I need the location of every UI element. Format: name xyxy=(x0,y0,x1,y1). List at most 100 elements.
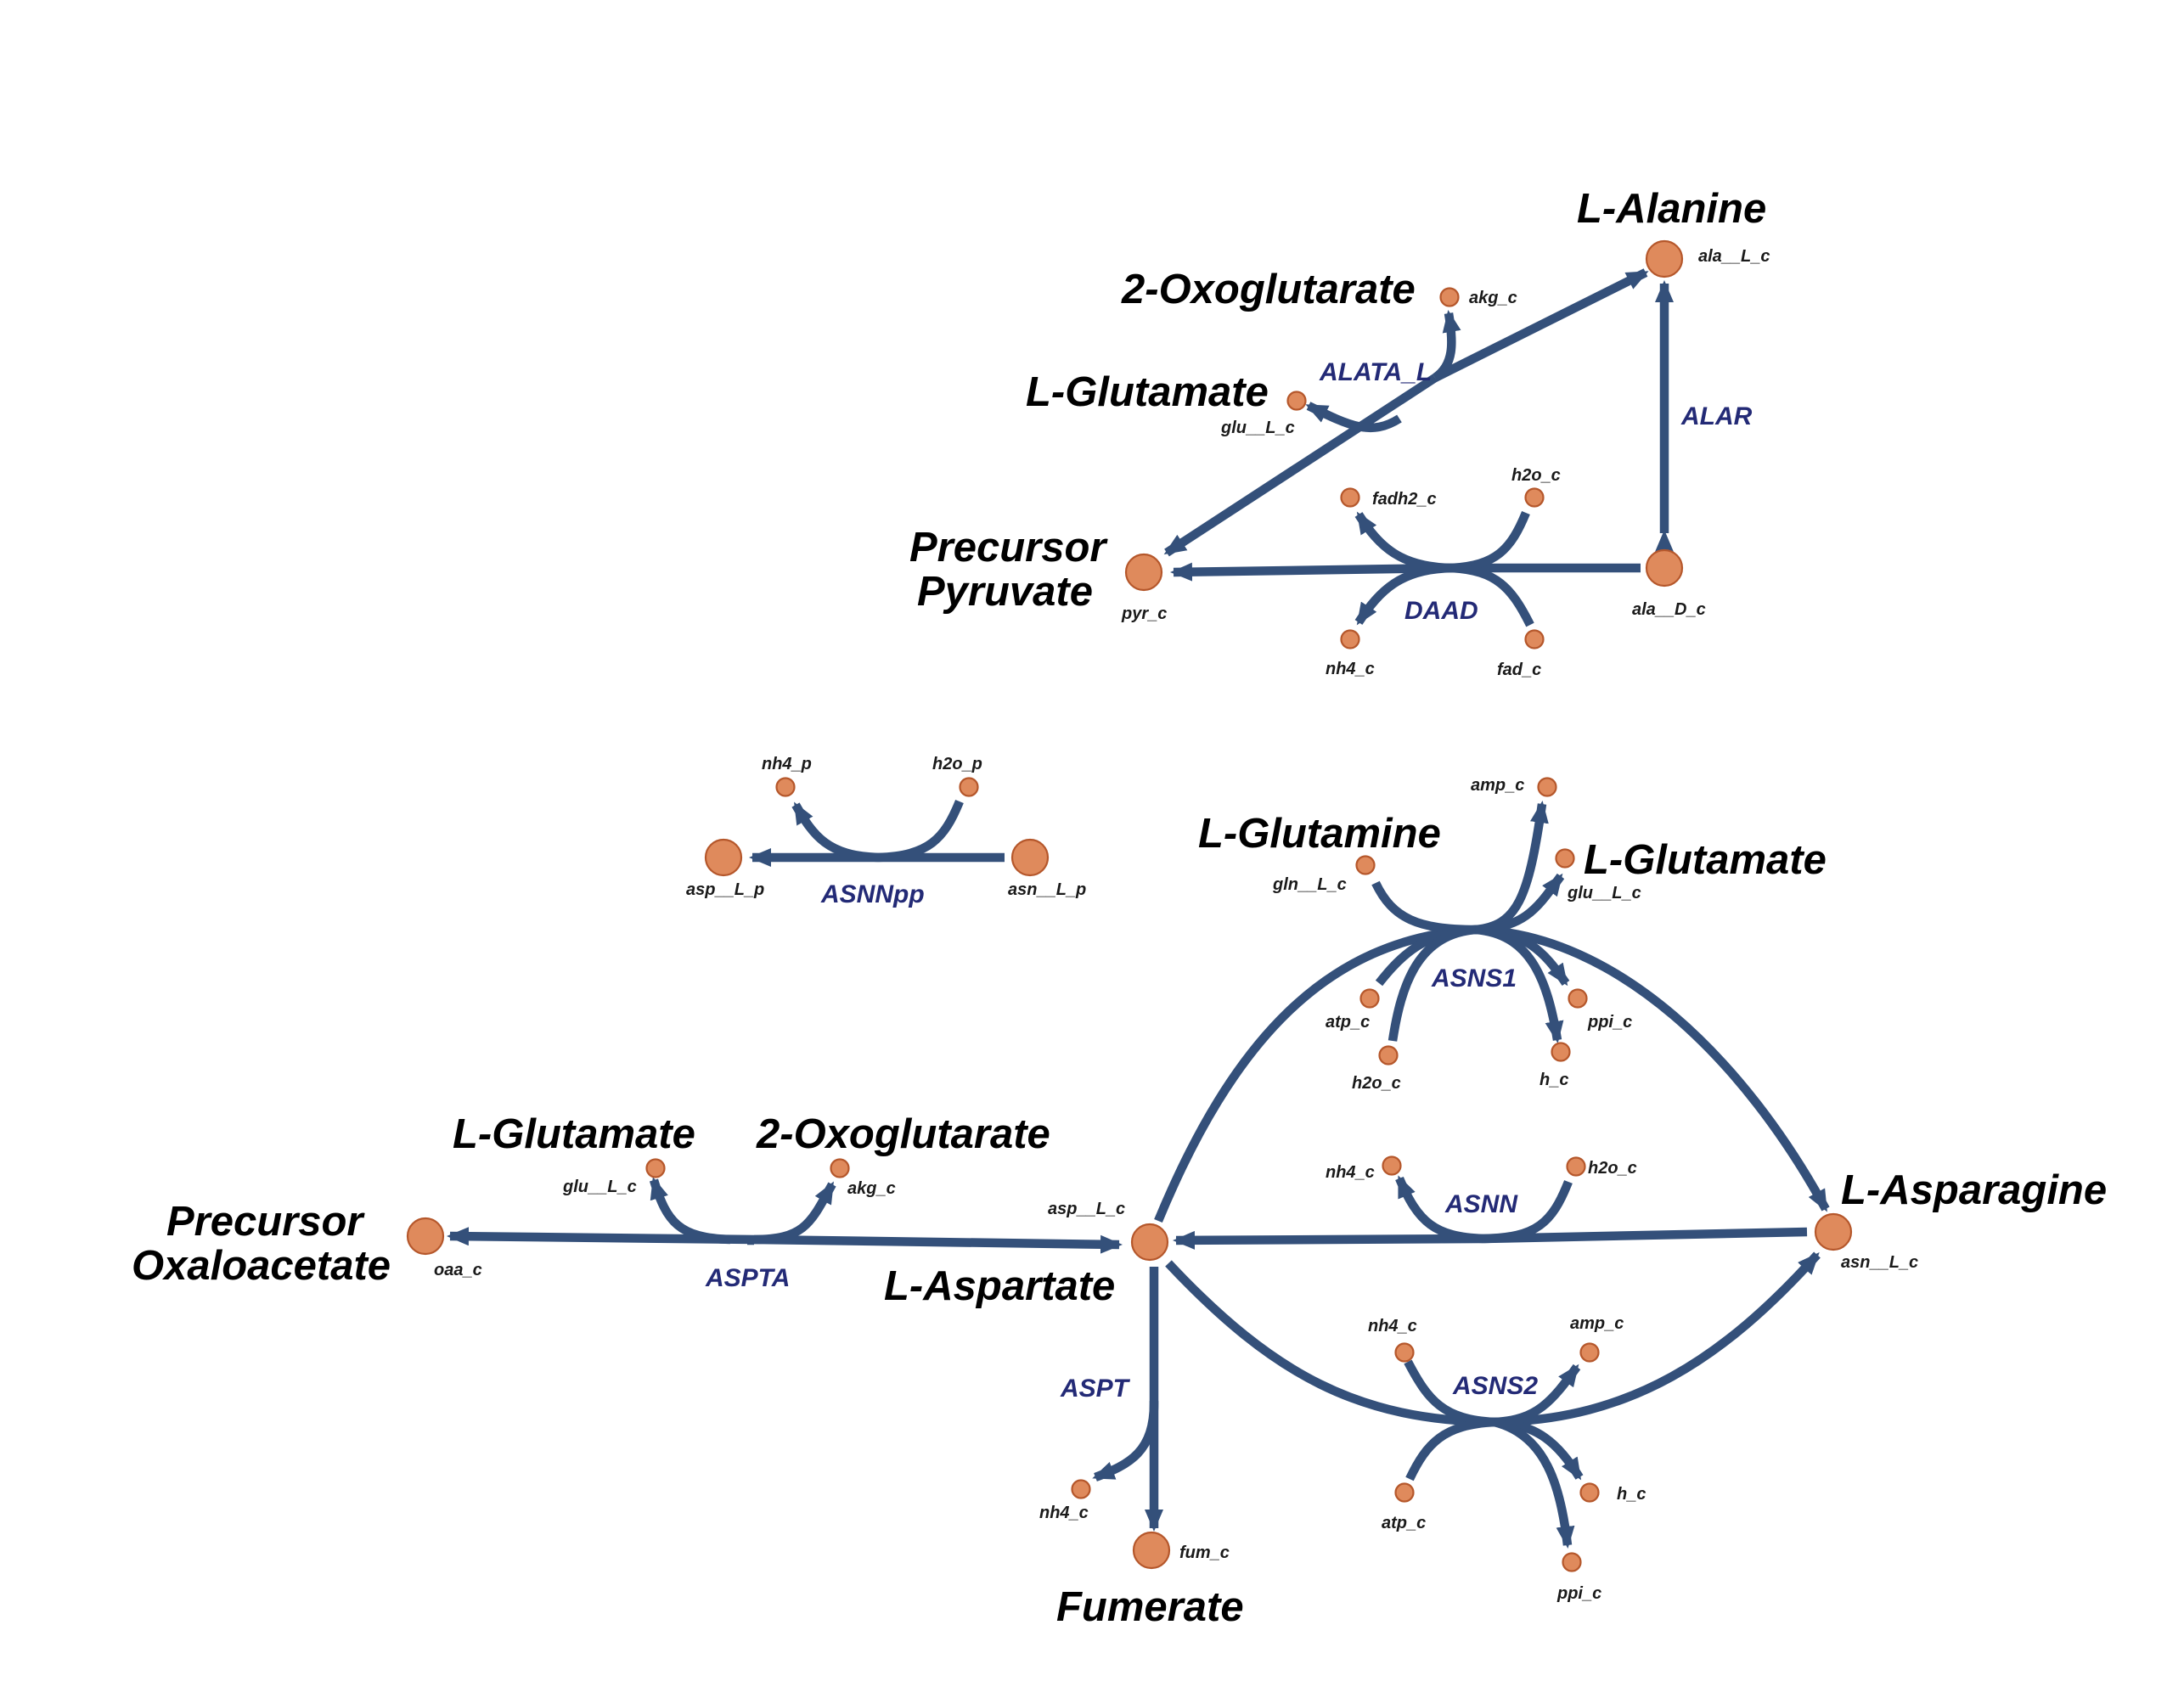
label-l-glutamate-low: L-Glutamate xyxy=(453,1111,695,1157)
node-nh4-c-asns2[interactable] xyxy=(1394,1342,1415,1363)
edge-daad-nh4[interactable] xyxy=(1354,563,1453,626)
edge-daad-h2o[interactable] xyxy=(1451,511,1530,573)
id-ppi-c-1: ppi_c xyxy=(1587,1013,1632,1032)
edge-alata-glu[interactable] xyxy=(1305,402,1402,433)
node-fadh2-c[interactable] xyxy=(1340,487,1360,508)
rxn-label-daad[interactable]: DAAD xyxy=(1404,597,1478,625)
rxn-label-asns2[interactable]: ASNS2 xyxy=(1452,1372,1538,1400)
node-glu-l-c-low[interactable] xyxy=(645,1158,666,1178)
label-precursor-oxaloacetate-2: Oxaloacetate xyxy=(132,1243,391,1289)
edge-aspta-to-asp[interactable] xyxy=(753,1234,1123,1254)
node-fum-c[interactable] xyxy=(1132,1531,1171,1570)
id-atp-c-2: atp_c xyxy=(1382,1514,1426,1532)
edge-alata-akg[interactable] xyxy=(1432,310,1461,382)
node-akg-c-low[interactable] xyxy=(830,1158,850,1178)
id-nh4-p: nh4_p xyxy=(762,755,812,773)
id-ala-d-c: ala__D_c xyxy=(1632,600,1706,619)
node-amp-c-2[interactable] xyxy=(1579,1342,1600,1363)
node-glu-l-c-mid[interactable] xyxy=(1555,848,1575,869)
edge-asnn-main-out[interactable] xyxy=(1173,1230,1484,1250)
edge-asns2-ppi[interactable] xyxy=(1493,1417,1575,1549)
id-asn-l-p: asn__L_p xyxy=(1008,880,1086,899)
node-gln-l-c[interactable] xyxy=(1355,855,1376,875)
label-l-aspartate: L-Aspartate xyxy=(884,1263,1115,1309)
edge-daad-main-out[interactable] xyxy=(1170,562,1453,582)
id-glu-l-c-mid: glu__L_c xyxy=(1567,884,1641,902)
id-h-c-1: h_c xyxy=(1539,1071,1568,1089)
node-h-c-1[interactable] xyxy=(1551,1042,1571,1062)
edge-asns1-gln[interactable] xyxy=(1371,880,1477,935)
node-h-c-2[interactable] xyxy=(1579,1482,1600,1503)
rxn-label-aspt[interactable]: ASPT xyxy=(1060,1375,1131,1403)
node-ppi-c-2[interactable] xyxy=(1562,1552,1582,1572)
node-amp-c-1[interactable] xyxy=(1537,777,1557,797)
node-pyr-c[interactable] xyxy=(1124,553,1163,592)
edge-asns2-asn[interactable] xyxy=(1494,1251,1821,1427)
edge-asns2-asp[interactable] xyxy=(1165,1260,1495,1427)
node-glu-l-c-top[interactable] xyxy=(1286,391,1307,411)
label-l-glutamine: L-Glutamine xyxy=(1198,811,1441,857)
node-h2o-c-1[interactable] xyxy=(1378,1045,1399,1065)
node-fad-c[interactable] xyxy=(1524,629,1545,649)
rxn-label-asnnpp[interactable]: ASNNpp xyxy=(820,880,925,908)
id-fadh2-c: fadh2_c xyxy=(1372,490,1437,509)
node-nh4-c-asnn[interactable] xyxy=(1382,1155,1402,1176)
edge-daad-fadh2[interactable] xyxy=(1354,511,1453,573)
edge-asnn-main-in[interactable] xyxy=(1483,1227,1808,1244)
rxn-label-asnn[interactable]: ASNN xyxy=(1444,1190,1518,1218)
edge-asns2-atp[interactable] xyxy=(1405,1417,1495,1482)
node-asp-l-c[interactable] xyxy=(1130,1223,1169,1262)
id-ala-l-c: ala__L_c xyxy=(1698,247,1770,266)
node-atp-c-2[interactable] xyxy=(1394,1482,1415,1503)
node-ala-l-c[interactable] xyxy=(1645,239,1684,278)
node-nh4-c-top[interactable] xyxy=(1340,629,1360,649)
node-asn-l-c[interactable] xyxy=(1814,1212,1853,1251)
label-l-asparagine: L-Asparagine xyxy=(1841,1167,2107,1213)
metabolite-ids: ala__L_c akg_c glu__L_c pyr_c fadh2_c h2… xyxy=(434,247,1918,1603)
edge-aspta-glu[interactable] xyxy=(649,1177,731,1245)
edge-asns1-asn[interactable] xyxy=(1475,925,1830,1212)
rxn-label-alata-l[interactable]: ALATA_L xyxy=(1319,358,1432,386)
id-asp-l-c: asp__L_c xyxy=(1048,1200,1125,1218)
node-atp-c-1[interactable] xyxy=(1359,988,1380,1009)
reaction-edges xyxy=(447,268,1830,1549)
edge-aspta-akg[interactable] xyxy=(753,1181,836,1245)
rxn-label-alar[interactable]: ALAR xyxy=(1680,402,1753,430)
node-ala-d-c[interactable] xyxy=(1645,548,1684,588)
edge-alata-ala[interactable] xyxy=(1433,268,1649,382)
id-gln-l-c: gln__L_c xyxy=(1272,875,1347,894)
edge-asnnpp-h2o[interactable] xyxy=(877,800,964,863)
node-oaa-c[interactable] xyxy=(406,1217,445,1256)
id-h2o-c-top: h2o_c xyxy=(1511,466,1561,485)
edge-asnnpp-nh4[interactable] xyxy=(791,801,879,863)
edge-alata-pyr[interactable] xyxy=(1163,374,1438,557)
edge-asns1-h2o[interactable] xyxy=(1388,925,1477,1042)
edge-asns1-h[interactable] xyxy=(1475,925,1564,1043)
id-pyr-c: pyr_c xyxy=(1121,604,1167,623)
id-fum-c: fum_c xyxy=(1179,1543,1230,1562)
edge-aspt-nh4[interactable] xyxy=(1092,1400,1159,1482)
node-asp-l-p[interactable] xyxy=(704,838,743,877)
node-h2o-p[interactable] xyxy=(959,777,979,797)
node-nh4-p[interactable] xyxy=(775,777,796,797)
rxn-label-asns1[interactable]: ASNS1 xyxy=(1431,964,1517,992)
edge-asns1-asp[interactable] xyxy=(1154,925,1477,1223)
label-l-alanine: L-Alanine xyxy=(1577,186,1766,232)
edge-asnn-h2o[interactable] xyxy=(1483,1180,1573,1244)
node-ppi-c-1[interactable] xyxy=(1568,988,1588,1009)
rxn-label-aspta[interactable]: ASPTA xyxy=(705,1264,790,1292)
reaction-labels: ALATA_L ALAR DAAD ASNNpp ASNS1 ASNN ASNS… xyxy=(705,358,1753,1403)
id-nh4-c-aspt: nh4_c xyxy=(1039,1504,1089,1522)
node-h2o-c-top[interactable] xyxy=(1524,487,1545,508)
label-l-glutamate-mid: L-Glutamate xyxy=(1584,837,1827,883)
node-asn-l-p[interactable] xyxy=(1010,838,1050,877)
node-akg-c-top[interactable] xyxy=(1439,287,1460,307)
id-amp-c-1: amp_c xyxy=(1471,776,1524,795)
edge-asnn-nh4[interactable] xyxy=(1395,1175,1484,1244)
id-asp-l-p: asp__L_p xyxy=(686,880,764,899)
edge-daad-fad[interactable] xyxy=(1451,563,1534,627)
id-asn-l-c: asn__L_c xyxy=(1841,1253,1918,1272)
node-nh4-c-aspt[interactable] xyxy=(1071,1479,1091,1499)
node-h2o-c-asnn[interactable] xyxy=(1566,1156,1586,1177)
